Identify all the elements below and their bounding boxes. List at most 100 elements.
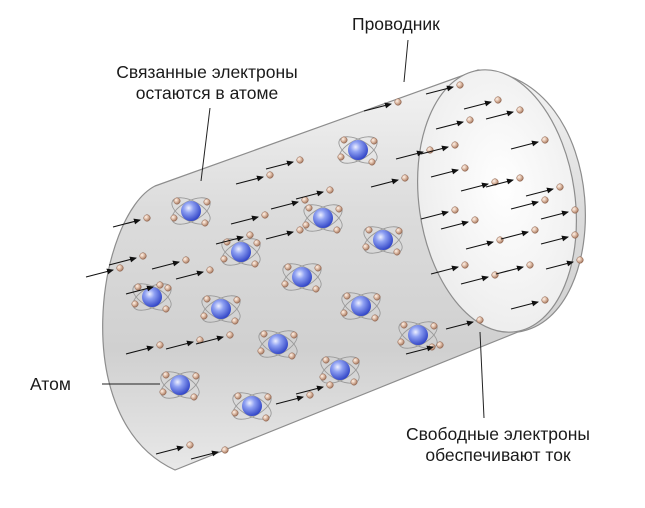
bound-electron [343,292,351,300]
bound-electron [192,372,200,380]
bound-electron [362,243,370,251]
atom [159,371,200,401]
free-electron [430,164,469,178]
free-electron [500,226,539,240]
free-electron [125,281,164,295]
drift-arrow [112,218,141,228]
bound-electrons-pointer-line [200,107,211,182]
bound-electron [257,347,265,355]
free-electron [485,106,524,120]
bound-electron [203,295,211,303]
free-electron-dot [571,231,579,239]
bound-electron [314,264,322,272]
atom-nucleus [242,396,262,416]
free-electron [460,271,499,285]
bound-electron [260,330,268,338]
free-electron [363,98,402,112]
free-electron [440,216,479,230]
bound-electron [337,153,345,161]
free-electrons-layer [85,81,584,460]
bound-electron [395,227,403,235]
bound-electron [290,331,298,339]
drift-arrow [270,200,299,210]
free-electron-dot [246,231,254,239]
drift-arrow [463,100,492,110]
bound-electron [312,285,320,293]
atom-nucleus [211,299,231,319]
free-electrons-label: Свободные электроны обеспечивают ток [373,424,623,466]
free-electron [460,178,499,192]
free-electron [108,252,147,266]
free-electron [420,141,459,155]
atom-nucleus [170,375,190,395]
free-electron [435,116,474,130]
bound-electron [134,283,142,291]
free-electron [275,391,314,405]
free-electron-dot [394,98,402,106]
atom [131,283,172,313]
free-electron-dot [456,81,464,89]
atom-orbit [171,197,211,225]
free-electron-dot [541,196,549,204]
free-electron-dot [516,174,524,182]
bound-electron [251,260,259,268]
drift-arrow [440,220,469,230]
free-electron-dot [541,296,549,304]
bound-electron [159,388,167,396]
drift-arrow [363,102,392,112]
free-electron-dot [116,264,124,272]
bound-electrons-label-line2: остаются в атоме [135,83,279,103]
bound-electron [170,214,178,222]
drift-arrow [540,210,569,220]
bound-electron [352,357,360,365]
free-electron-dot [226,331,234,339]
free-electron [510,136,549,150]
conductor-pointer-line [403,39,409,83]
free-electron [405,341,444,355]
bound-electron [284,263,292,271]
free-electron [463,96,502,110]
free-electron-dot [143,214,151,222]
free-electron [190,446,229,460]
bound-electron [365,226,373,234]
drift-arrow [465,240,494,250]
free-electron-dot [491,271,499,279]
bound-electron [262,414,270,422]
free-electron-dot [461,261,469,269]
free-electron [215,231,254,245]
bound-electrons-label: Связанные электроны остаются в атоме [82,62,332,104]
bound-electron [164,284,172,292]
free-electron-dot [296,226,304,234]
free-electron-dot [306,391,314,399]
free-electron-dot [496,236,504,244]
drift-arrow [420,145,449,155]
drift-arrow [165,340,194,350]
free-electron [495,261,534,275]
free-electron-dot [494,96,502,104]
free-electron [265,156,304,170]
free-electron [295,381,334,395]
bound-electron [319,373,327,381]
free-electron-dot [296,156,304,164]
bound-electron [233,296,241,304]
atom-nucleus [142,287,162,307]
free-electron-dot [461,164,469,172]
drift-arrow [430,265,459,275]
drift-arrow [435,120,464,130]
drift-arrow [190,450,219,460]
free-electron [151,256,190,270]
drift-arrow [151,260,180,270]
bound-electron [335,205,343,213]
bound-electron [231,317,239,325]
free-electrons-label-line2: обеспечивают ток [425,445,571,465]
atom-nucleus [292,267,312,287]
atom [281,263,322,293]
bound-electron [400,321,408,329]
drift-arrow [545,260,574,270]
drift-arrow [265,230,294,240]
free-electron [370,174,409,188]
atom-nucleus [268,334,288,354]
free-electron-dot [516,106,524,114]
bound-electron [305,204,313,212]
